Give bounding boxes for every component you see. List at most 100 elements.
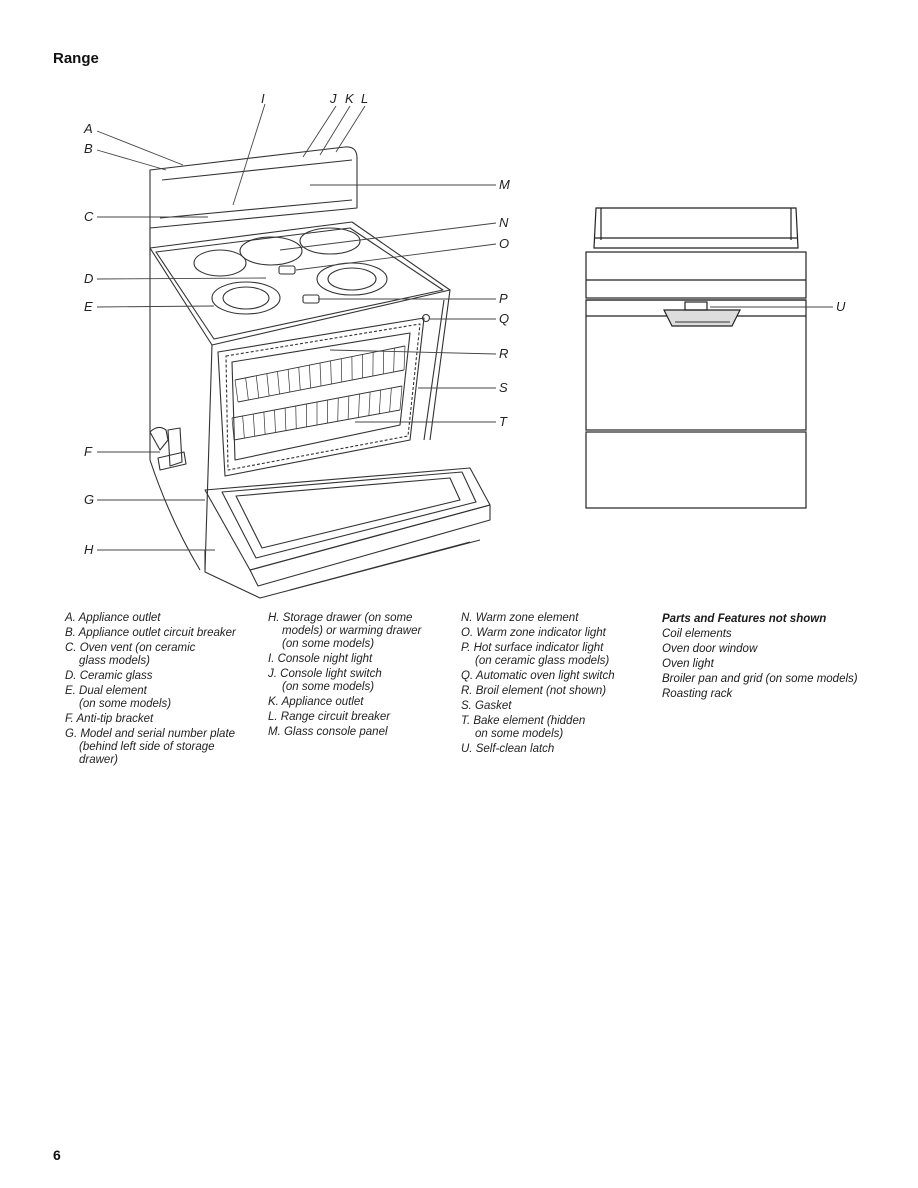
parts-not-shown: Parts and Features not shown Coil elemen…: [662, 612, 858, 702]
callout-q: Q: [499, 311, 509, 326]
rack-bar: [378, 389, 382, 414]
legend-item-a: A. Appliance outlet: [65, 612, 161, 624]
rack-bar: [347, 395, 350, 420]
legend-item-s: S. Gasket: [461, 700, 512, 712]
callout-h: H: [84, 542, 94, 557]
legend-item-q: Q. Automatic oven light switch: [461, 670, 615, 682]
rack-bar: [255, 375, 260, 399]
rack-bar: [242, 415, 245, 439]
anti-tip-bracket: [149, 426, 187, 471]
legend-item-u: U. Self-clean latch: [461, 743, 555, 755]
rack-bar: [245, 377, 249, 401]
legend-item-e: E. Dual element(on some models): [65, 685, 172, 710]
legend-item-j: J. Console light switch(on some models): [268, 668, 382, 693]
legend-item-g: G. Model and serial number plate(behind …: [65, 728, 236, 766]
not-shown-item: Coil elements: [662, 628, 732, 640]
rack-bar: [368, 391, 371, 416]
callout-p: P: [499, 291, 508, 306]
not-shown-item: Broiler pan and grid (on some models): [662, 673, 858, 685]
page-title: Range: [53, 50, 99, 67]
console-backguard: [149, 146, 358, 255]
storage-drawer: [204, 539, 481, 599]
rack-bars: [231, 345, 406, 441]
rack-bar: [234, 379, 239, 403]
not-shown-item: Roasting rack: [662, 688, 733, 700]
oven-gasket: [225, 323, 421, 471]
rack-bar: [319, 362, 322, 387]
rack-bar: [295, 405, 297, 429]
hot-surface-indicator-light: [302, 294, 320, 304]
leader-lines: [96, 103, 833, 551]
rack-bar: [330, 360, 332, 385]
legend-item-o: O. Warm zone indicator light: [461, 627, 606, 639]
warm-zone-element: [239, 236, 303, 266]
rack-bar: [231, 417, 235, 441]
legend-item-k: K. Appliance outlet: [268, 696, 364, 708]
range-body: [149, 228, 451, 571]
rack-bar: [277, 371, 280, 395]
callout-o: O: [499, 236, 509, 251]
callout-f: F: [84, 444, 93, 459]
callout-s: S: [499, 380, 508, 395]
warm-zone-indicator-light: [278, 265, 296, 275]
callout-k: K: [345, 91, 355, 106]
rack-bar: [252, 413, 256, 437]
rack-bar: [298, 367, 301, 391]
callout-n: N: [499, 215, 509, 230]
rack-bar: [393, 348, 395, 373]
rack-bar: [263, 411, 266, 435]
rack-bar: [274, 409, 276, 433]
legend-item-m: M. Glass console panel: [268, 726, 388, 738]
range-diagram: A B C D E F G H I J K L M N O P Q R S T …: [83, 91, 846, 599]
legend-item-f: F. Anti-tip bracket: [65, 713, 154, 725]
callout-e: E: [84, 299, 93, 314]
legend-column-1: A. Appliance outlet B. Appliance outlet …: [65, 612, 236, 769]
oven-cavity: [217, 313, 431, 477]
rack-bar: [284, 407, 287, 431]
rack-bar: [337, 397, 339, 422]
not-shown-item: Oven light: [662, 658, 714, 670]
rack-bar: [399, 385, 403, 411]
callout-g: G: [84, 492, 94, 507]
rack-bar: [266, 373, 270, 397]
rack-bar: [382, 350, 385, 375]
legend-item-l: L. Range circuit breaker: [268, 711, 391, 723]
legend-item-p: P. Hot surface indicator light(on cerami…: [461, 642, 610, 667]
oven-light-switch: [421, 313, 431, 323]
callout-c: C: [84, 209, 94, 224]
range-front-view: [585, 207, 807, 509]
callout-b: B: [84, 141, 93, 156]
legend-item-n: N. Warm zone element: [461, 612, 579, 624]
legend-column-3: N. Warm zone element O. Warm zone indica…: [461, 612, 615, 758]
callout-m: M: [499, 177, 510, 192]
not-shown-item: Oven door window: [662, 643, 758, 655]
rack-bar: [340, 358, 343, 383]
oven-door: [204, 467, 491, 587]
legend-item-i: I. Console night light: [268, 653, 373, 665]
callout-l: L: [361, 91, 368, 106]
rack-bar: [309, 365, 311, 389]
rack-bar: [403, 345, 406, 371]
rack-bar: [358, 393, 360, 418]
legend-item-d: D. Ceramic glass: [65, 670, 153, 682]
callout-labels: A B C D E F G H I J K L M N O P Q R S T …: [83, 91, 846, 557]
rack-bar: [287, 369, 291, 393]
surface-element-rear-left: [193, 249, 247, 277]
callout-d: D: [84, 271, 93, 286]
legend-item-r: R. Broil element (not shown): [461, 685, 607, 697]
legend-item-b: B. Appliance outlet circuit breaker: [65, 627, 236, 639]
dual-element: [211, 281, 281, 315]
parts-not-shown-title: Parts and Features not shown: [662, 613, 827, 625]
callout-u: U: [836, 299, 846, 314]
callout-j: J: [329, 91, 337, 106]
page-number: 6: [53, 1147, 61, 1163]
rack-bar: [389, 387, 392, 412]
callout-a: A: [83, 121, 93, 136]
callout-t: T: [499, 414, 508, 429]
surface-element-rear-right: [299, 227, 361, 255]
self-clean-latch: [663, 301, 741, 327]
